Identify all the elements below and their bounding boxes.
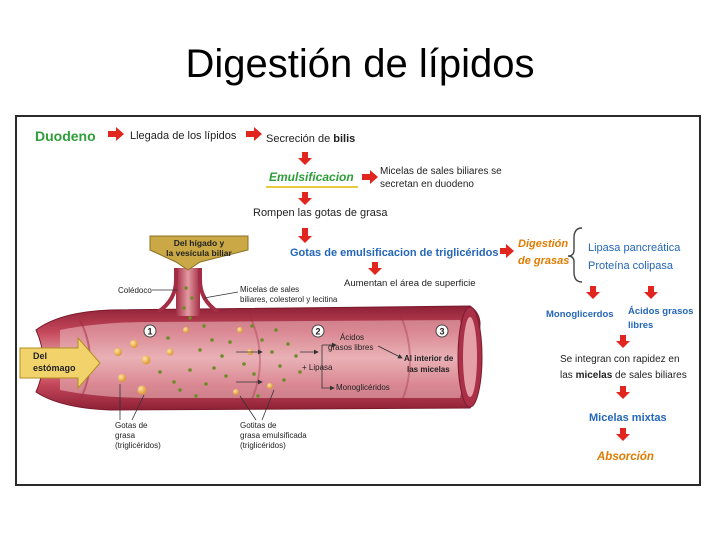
gotitas-label-line3: (triglicéridos) — [240, 441, 286, 450]
red-arrow-down — [616, 386, 630, 399]
trigliceridos-text: de triglicéridos — [420, 247, 499, 259]
brace — [567, 227, 583, 283]
red-arrow-down — [368, 262, 382, 275]
lipasa-pancreatica-label: Lipasa pancreática — [588, 242, 681, 254]
secrecion-text: Secreción de — [266, 133, 333, 145]
gotas-text: Gotas de emulsificacion — [290, 247, 420, 259]
gotas-emulsificacion-label: Gotas de emulsificacion de triglicéridos — [290, 247, 498, 259]
slide-title: Digestión de lípidos — [185, 42, 535, 86]
liver-label-line1: Del hígado y — [174, 238, 225, 248]
red-arrow-down — [644, 286, 658, 299]
red-arrow-down — [616, 428, 630, 441]
acidos-grasos-line2: libres — [628, 320, 653, 331]
interior-label-line2: las micelas — [407, 365, 450, 374]
integran-line2: las micelas de sales biliares — [560, 370, 687, 381]
secrecion-label: Secreción de bilis — [266, 133, 355, 145]
gotas-label-line1: Gotas de — [115, 421, 148, 430]
acidos-label-line1: Ácidos — [340, 333, 364, 342]
stomach-arrow: Del estómago — [19, 336, 101, 390]
bilis-text: bilis — [333, 133, 355, 145]
flowchart: Duodeno Llegada de los lípidos Secreción… — [35, 127, 693, 463]
micelas-mixtas-label: Micelas mixtas — [589, 412, 667, 424]
interior-label-line1: Al interior de — [404, 354, 454, 363]
stomach-label-line1: Del — [33, 351, 47, 361]
step-markers: 1 2 3 — [143, 324, 449, 338]
micelas-sales-line2: secretan en duodeno — [380, 179, 474, 190]
lipasa-label: + Lipasa — [302, 363, 333, 372]
red-arrow-right — [500, 244, 514, 258]
micelas-label-line1: Micelas de sales — [240, 285, 299, 294]
red-arrow-down — [586, 286, 600, 299]
micelle-dots — [158, 286, 302, 398]
gotas-label-line2: grasa — [115, 431, 136, 440]
monogliceridos-label: Monoglicerdos — [546, 309, 614, 320]
liver-callout: Del hígado y la vesícula biliar — [149, 235, 249, 271]
step-2: 2 — [315, 327, 320, 337]
bile-duct — [176, 268, 200, 316]
digestion-label-line1: Digestión — [518, 238, 568, 250]
red-arrow-down — [298, 152, 312, 165]
stomach-label-line2: estómago — [33, 363, 76, 373]
red-arrow-down — [616, 335, 630, 348]
micelas-sales-line1: Micelas de sales biliares se — [380, 166, 502, 177]
absorcion-label: Absorción — [596, 451, 654, 463]
digestion-label-line2: de grasas — [518, 255, 569, 267]
gotitas-label-line1: Gotitas de — [240, 421, 277, 430]
step-1: 1 — [147, 327, 152, 337]
red-arrow-down — [298, 192, 312, 205]
fat-droplets — [114, 327, 273, 395]
gotitas-label-line2: grasa emulsificada — [240, 431, 307, 440]
liver-label-line2: la vesícula biliar — [166, 248, 232, 258]
acidos-grasos-line1: Ácidos grasos — [628, 306, 693, 317]
integran-text-a: las — [560, 370, 576, 381]
proteina-colipasa-label: Proteína colipasa — [588, 260, 674, 272]
diagram-frame — [15, 115, 701, 486]
red-arrow-right — [246, 127, 262, 141]
micelas-label-line2: biliares, colesterol y lecitina — [240, 295, 338, 304]
integran-line1: Se integran con rapidez en — [560, 354, 680, 365]
gotas-label-line3: (triglicéridos) — [115, 441, 161, 450]
red-arrow-right — [108, 127, 124, 141]
rompen-label: Rompen las gotas de grasa — [253, 207, 388, 219]
acidos-label-line2: grasos libres — [328, 343, 373, 352]
llegada-label: Llegada de los lípidos — [130, 130, 237, 142]
coledoco-label: Colédoco — [118, 286, 152, 295]
red-arrow-right — [362, 170, 378, 184]
integran-text-c: de sales biliares — [612, 370, 686, 381]
step-3: 3 — [439, 327, 444, 337]
integran-text-b: micelas — [576, 370, 613, 381]
red-arrow-down — [298, 228, 312, 243]
mono-label: Monoglicéridos — [336, 383, 390, 392]
aumentan-label: Aumentan el área de superficie — [344, 278, 476, 289]
duodeno-label: Duodeno — [35, 128, 96, 144]
emulsificacion-label: Emulsificacion — [269, 170, 354, 184]
